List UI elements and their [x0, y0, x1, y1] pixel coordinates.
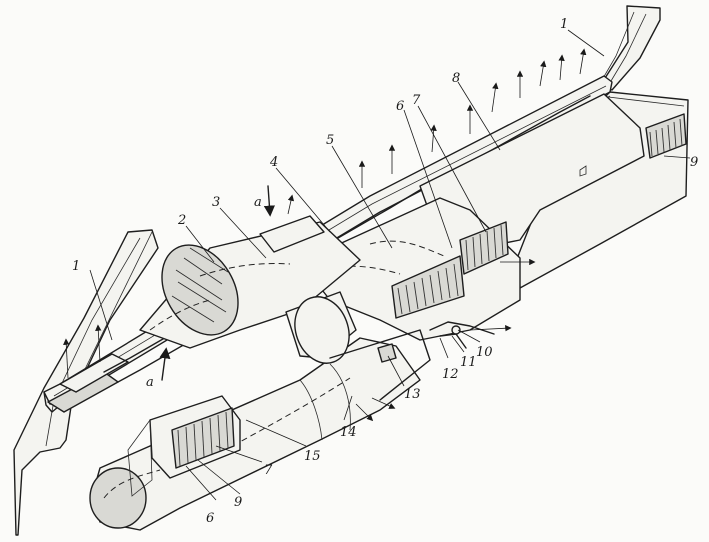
label-3: 3 — [212, 195, 220, 210]
label-10: 10 — [476, 345, 493, 360]
label-4: 4 — [269, 155, 278, 170]
label-8: 8 — [452, 71, 460, 86]
air-inlets — [159, 185, 275, 381]
label-1-right: 1 — [560, 17, 568, 32]
dashboard-panel — [419, 91, 689, 301]
label-1-left: 1 — [72, 259, 80, 274]
label-7-bottom: 7 — [264, 463, 273, 478]
label-5: 5 — [326, 133, 334, 148]
callout-labels: 1 1 2 3 4 5 6 6 7 7 8 9 9 10 11 12 13 14… — [72, 17, 698, 526]
leader-lines — [89, 29, 691, 501]
lower-duct — [89, 291, 431, 531]
label-2: 2 — [177, 213, 186, 228]
label-13: 13 — [404, 387, 421, 402]
label-12: 12 — [442, 367, 459, 382]
label-a-top: a — [254, 195, 262, 210]
heater-fan — [139, 215, 361, 349]
lower-left-grille — [127, 395, 241, 497]
label-9-bottom: 9 — [234, 495, 242, 510]
central-unit — [299, 197, 536, 341]
right-pillar — [599, 5, 661, 91]
label-9-right: 9 — [690, 155, 698, 170]
label-7-top: 7 — [412, 93, 421, 108]
label-6-bottom: 6 — [206, 511, 214, 526]
controls — [377, 321, 512, 363]
label-11: 11 — [460, 355, 477, 370]
label-6-top: 6 — [396, 99, 404, 114]
label-14: 14 — [340, 425, 357, 440]
label-a-bottom: a — [146, 375, 154, 390]
label-15: 15 — [304, 449, 321, 464]
